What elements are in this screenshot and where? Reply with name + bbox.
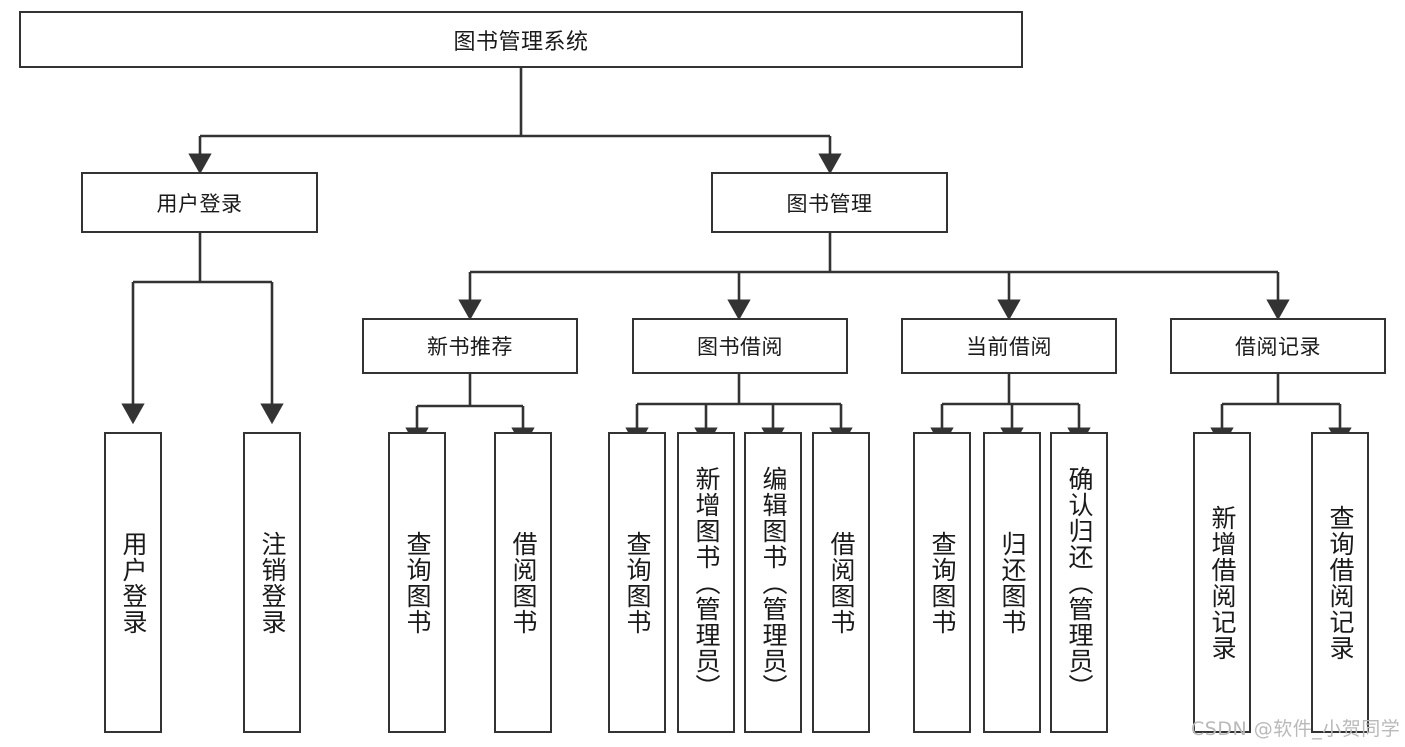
node-label: 查询图书 [928,530,957,635]
node-label: 编辑图书（管理员） [759,465,788,700]
node-label: 新增图书（管理员） [692,465,721,700]
leaf-add-book-admin[interactable]: 新增图书（管理员） [677,432,735,733]
leaf-borrow-book[interactable]: 借阅图书 [812,432,870,733]
leaf-return-book[interactable]: 归还图书 [983,432,1041,733]
node-book-management[interactable]: 图书管理 [711,172,948,233]
leaf-confirm-return-admin[interactable]: 确认归还（管理员） [1050,432,1108,733]
leaf-logout[interactable]: 注销登录 [243,432,301,733]
leaf-user-login[interactable]: 用户登录 [104,432,162,733]
node-new-book-recommend[interactable]: 新书推荐 [362,318,578,374]
watermark-text: CSDN @软件_小贺同学 [1191,718,1401,740]
node-label: 查询图书 [403,530,432,635]
leaf-query-book-current[interactable]: 查询图书 [913,432,971,733]
node-label: 用户登录 [119,530,148,635]
leaf-add-borrow-record[interactable]: 新增借阅记录 [1193,432,1251,733]
node-current-borrow[interactable]: 当前借阅 [901,318,1117,374]
node-label: 新书推荐 [427,335,513,359]
leaf-query-borrow-record[interactable]: 查询借阅记录 [1311,432,1369,733]
node-root-book-management-system[interactable]: 图书管理系统 [19,11,1023,68]
node-user-login[interactable]: 用户登录 [81,172,318,233]
node-label: 查询借阅记录 [1326,504,1355,661]
leaf-edit-book-admin[interactable]: 编辑图书（管理员） [744,432,802,733]
node-label: 当前借阅 [966,335,1052,359]
node-label: 图书管理系统 [453,29,589,55]
leaf-borrow-book-recommend[interactable]: 借阅图书 [494,432,552,733]
node-label: 图书管理 [786,191,873,216]
leaf-query-book-borrow[interactable]: 查询图书 [608,432,666,733]
node-label: 图书借阅 [697,335,783,359]
node-label: 借阅图书 [827,530,856,635]
node-label: 新增借阅记录 [1208,504,1237,661]
node-label: 注销登录 [258,530,287,635]
node-label: 查询图书 [623,530,652,635]
node-label: 用户登录 [156,191,243,216]
node-book-borrow[interactable]: 图书借阅 [632,318,848,374]
leaf-query-book-recommend[interactable]: 查询图书 [388,432,446,733]
node-label: 确认归还（管理员） [1065,465,1094,700]
node-label: 借阅记录 [1235,335,1321,359]
node-label: 归还图书 [998,530,1027,635]
node-label: 借阅图书 [509,530,538,635]
node-borrow-record[interactable]: 借阅记录 [1170,318,1386,374]
